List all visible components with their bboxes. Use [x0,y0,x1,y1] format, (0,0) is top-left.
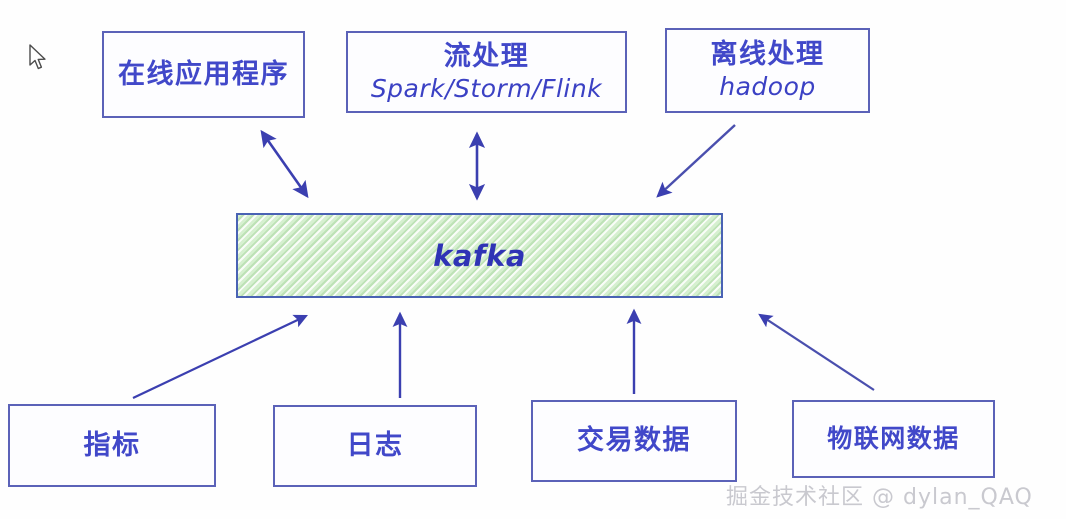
node-stream-processing-label-cn: 流处理 [443,40,530,72]
node-kafka-label: kafka [433,238,526,273]
node-metrics-label-cn: 指标 [83,429,141,461]
node-offline-processing-label-cn: 离线处理 [710,39,825,71]
watermark-text: 掘金技术社区 @ dylan_QAQ [726,485,1033,510]
node-transaction-data-label-cn: 交易数据 [577,425,691,457]
node-iot-data[interactable]: 物联网数据 [792,400,995,478]
node-offline-processing-label-en: hadoop [719,72,816,102]
arrow-iot-kafka [758,313,875,391]
mouse-cursor-icon [29,44,46,70]
node-logs-label-cn: 日志 [346,430,404,462]
node-stream-processing[interactable]: 流处理 Spark/Storm/Flink [346,31,627,113]
node-online-app-label-cn: 在线应用程序 [118,58,289,90]
node-logs[interactable]: 日志 [273,405,477,487]
arrow-offline-processing-kafka [656,124,736,198]
node-online-app[interactable]: 在线应用程序 [102,31,305,118]
node-kafka-broker[interactable]: kafka [236,213,723,298]
node-metrics[interactable]: 指标 [8,404,216,487]
node-offline-processing[interactable]: 离线处理 hadoop [665,28,870,113]
node-stream-processing-label-en: Spark/Storm/Flink [370,73,603,103]
arrow-metrics-kafka [132,314,308,399]
node-iot-data-label-cn: 物联网数据 [827,424,960,454]
arrow-kafka-online-app [260,129,309,199]
node-transaction-data[interactable]: 交易数据 [531,400,737,482]
